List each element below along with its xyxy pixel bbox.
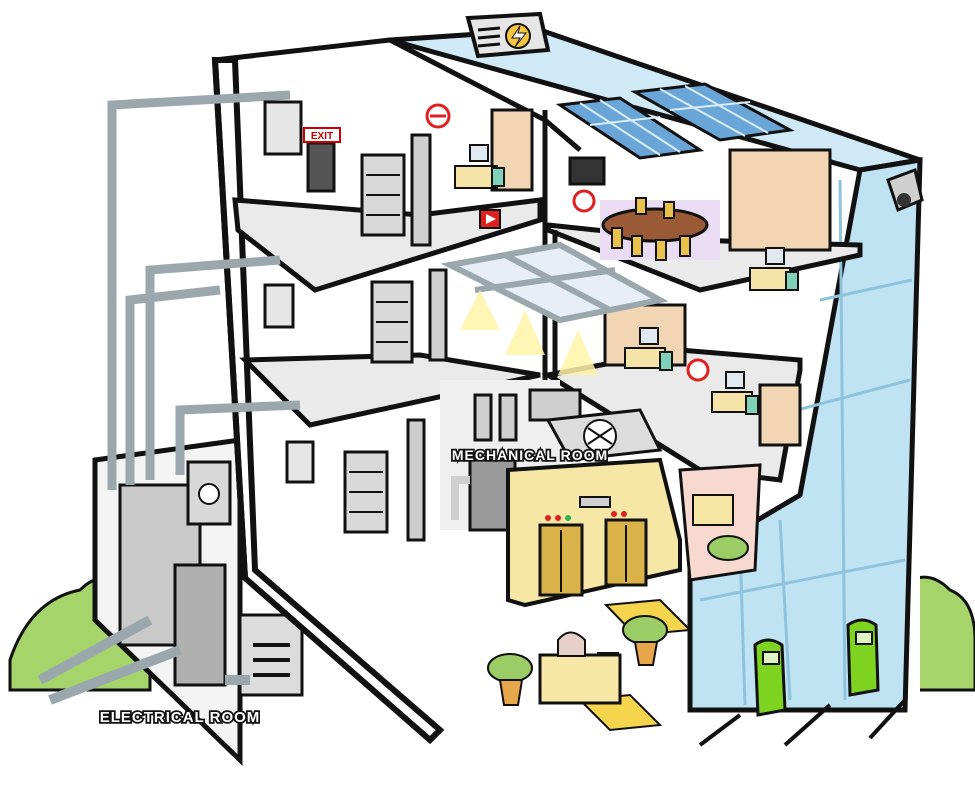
wall-monitor-icon — [570, 158, 604, 184]
rooftop-unit-icon — [468, 14, 548, 56]
electrical-room-label: ELECTRICAL ROOM — [100, 709, 261, 726]
mechanical-room-label: MECHANICAL ROOM — [452, 447, 608, 463]
smoke-detector-icon — [427, 105, 449, 127]
reception-desk — [540, 655, 620, 703]
transformer-icon — [175, 565, 225, 685]
exit-sign-label: EXIT — [311, 131, 333, 142]
wall-art — [693, 495, 733, 525]
exit-door: EXIT — [304, 128, 340, 191]
